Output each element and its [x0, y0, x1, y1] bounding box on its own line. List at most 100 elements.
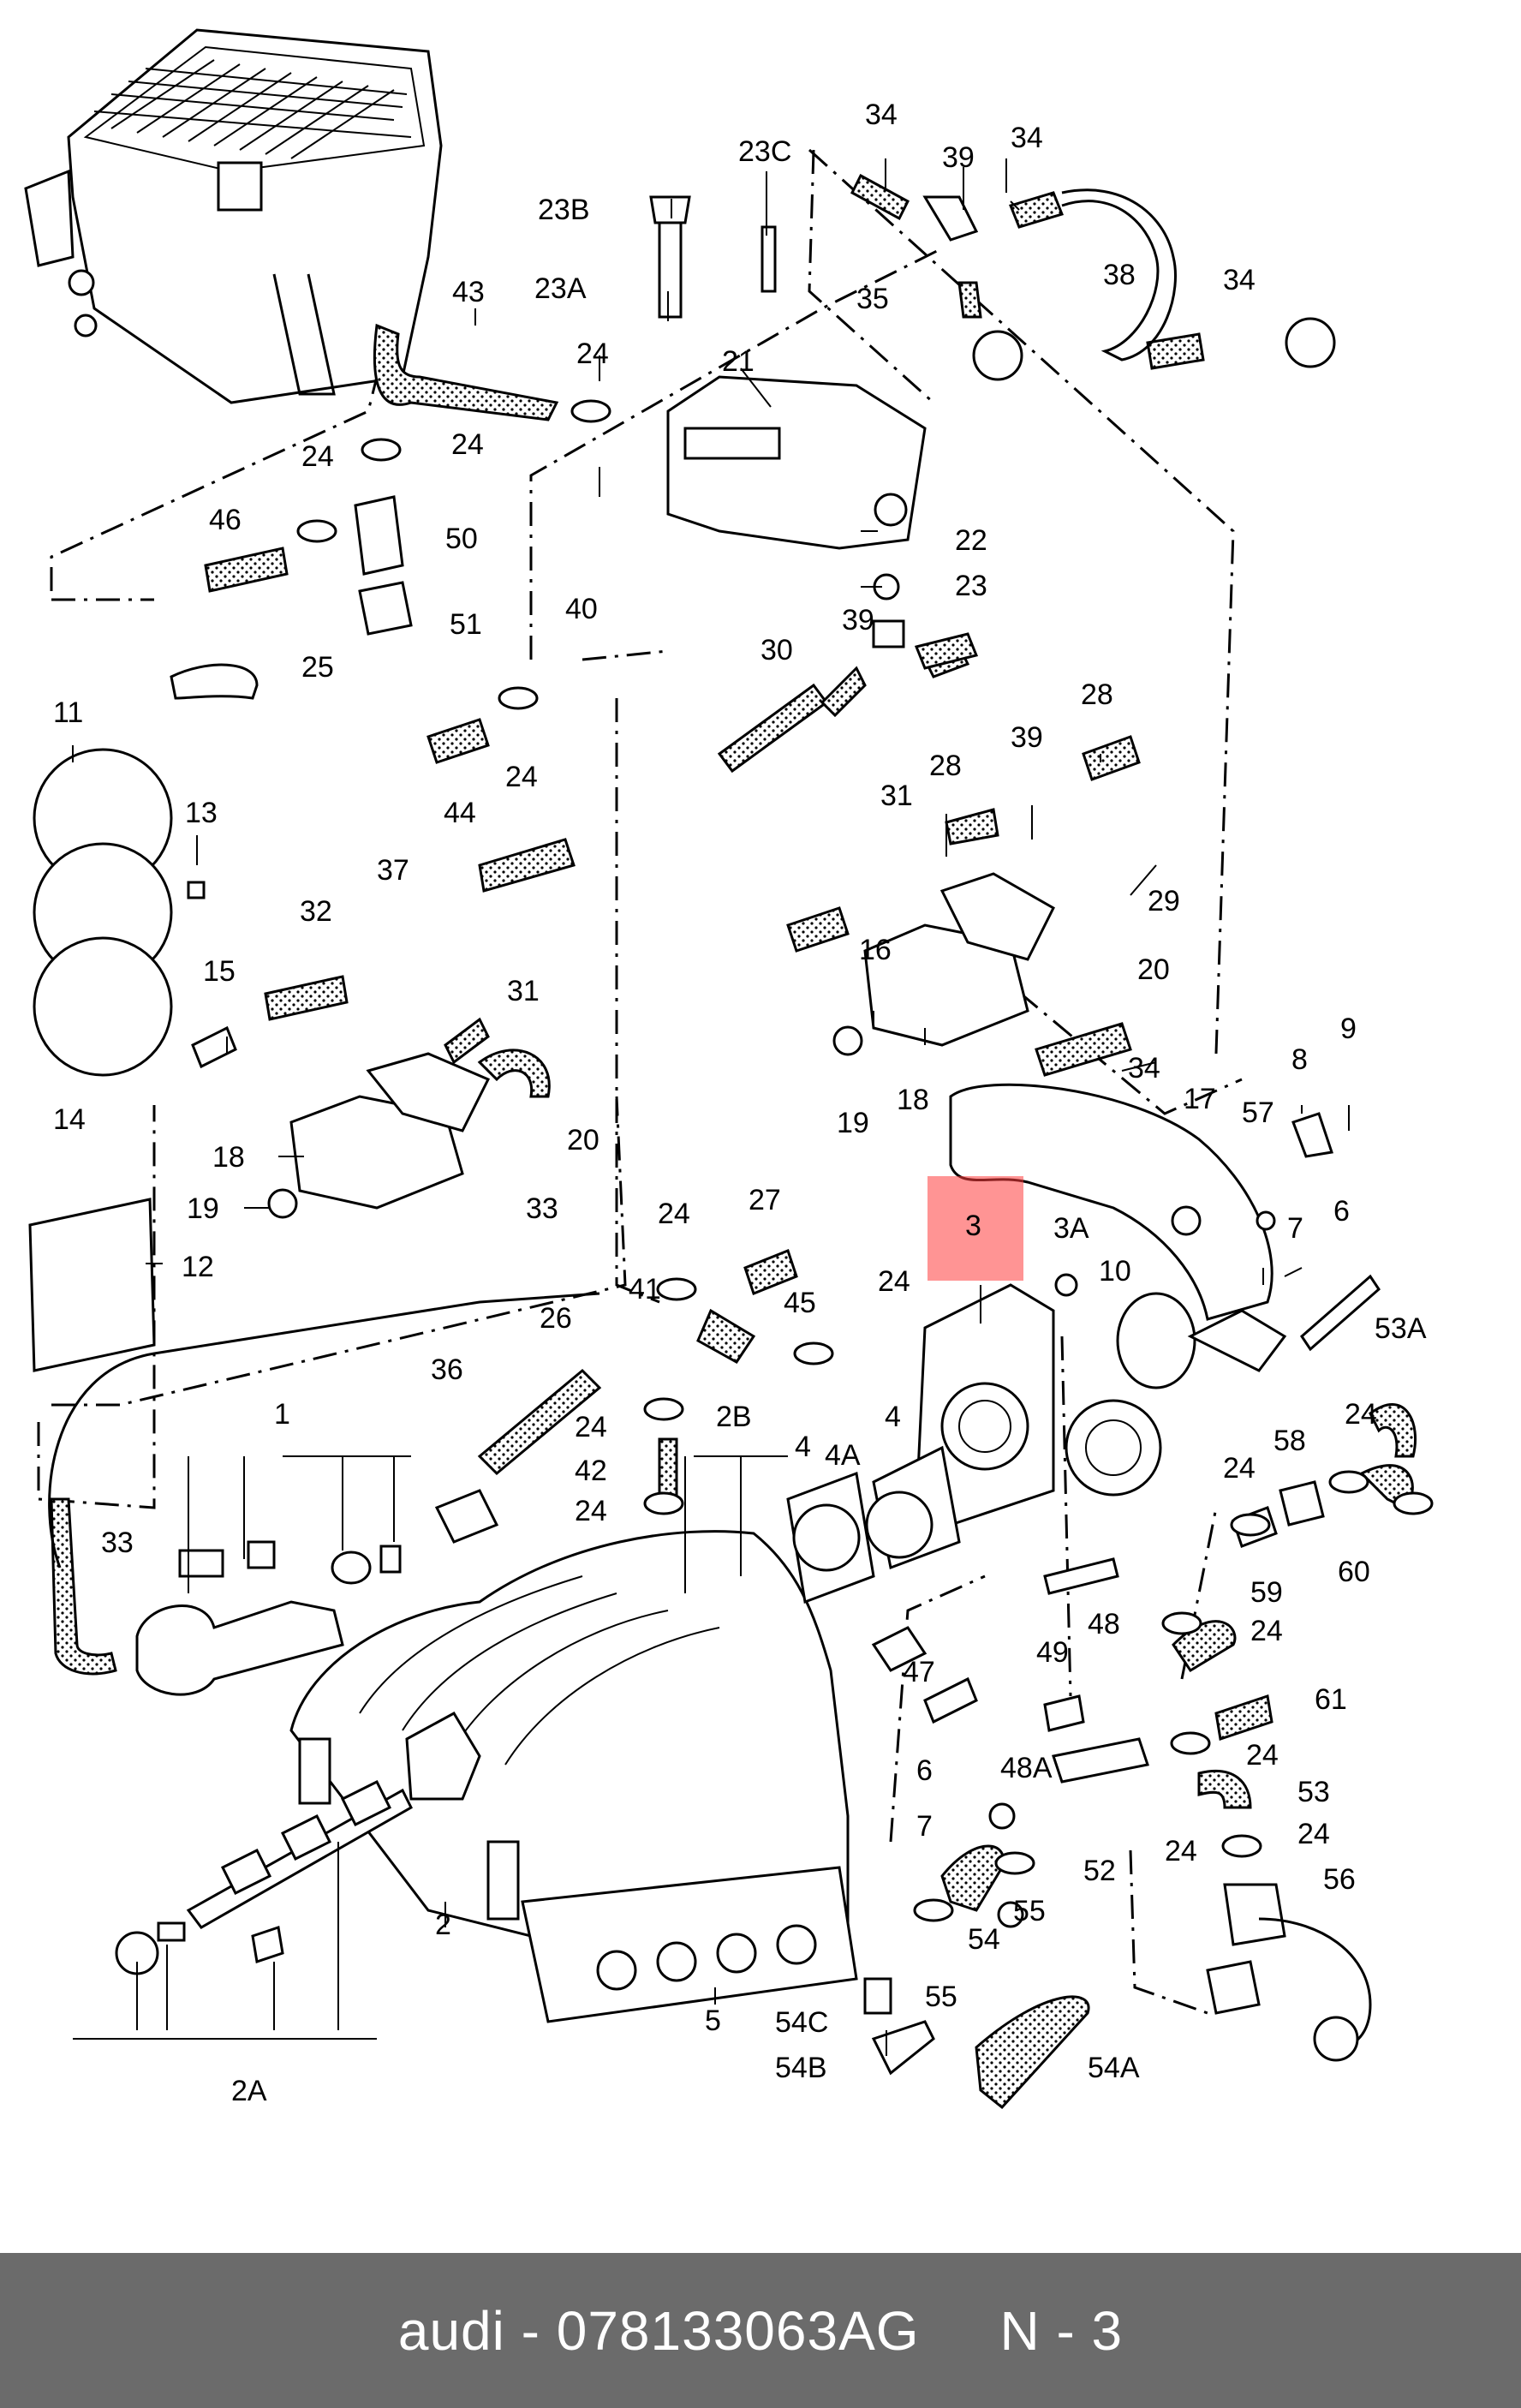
part-label: 4	[885, 1401, 901, 1433]
footer-bar: audi - 078133063AG N - 3	[0, 2253, 1521, 2408]
part-label: 20	[1137, 953, 1170, 986]
vacuum-reservoir	[28, 748, 206, 1372]
part-label: 12	[182, 1251, 214, 1283]
part-label: 19	[187, 1192, 219, 1225]
part-label: 8	[1291, 1043, 1308, 1076]
part-label: 42	[575, 1455, 607, 1487]
part-label: 23C	[738, 135, 791, 168]
part-label: 33	[526, 1192, 558, 1225]
part-label: 24	[575, 1411, 607, 1443]
part-label: 31	[507, 975, 540, 1007]
part-label: 53	[1297, 1776, 1330, 1808]
air-filter-box	[24, 28, 443, 404]
part-label: 56	[1323, 1863, 1356, 1896]
part-label: 14	[53, 1103, 86, 1136]
part-label: 2	[435, 1909, 451, 1941]
part-label: 7	[916, 1810, 933, 1843]
part-label: 19	[837, 1107, 869, 1139]
actuator-shaft	[115, 1779, 413, 1975]
part-label: 24	[878, 1265, 910, 1298]
part-label: 24	[1246, 1739, 1279, 1772]
part-label: 31	[880, 780, 913, 812]
part-label: 23	[955, 570, 987, 602]
part-label: 6	[1333, 1195, 1350, 1228]
part-label: 60	[1338, 1556, 1370, 1588]
part-label: 59	[1250, 1576, 1283, 1609]
part-label: 51	[450, 608, 482, 641]
part-label: 4	[795, 1431, 811, 1463]
part-label: 20	[567, 1124, 599, 1156]
part-label: 24	[576, 338, 609, 370]
part-label: 15	[203, 955, 236, 988]
part-label: 24	[1345, 1398, 1377, 1431]
part-label: 28	[1081, 678, 1113, 711]
part-label: 26	[540, 1302, 572, 1335]
part-label: 10	[1099, 1255, 1131, 1288]
part-label: 39	[1011, 721, 1043, 754]
part-label: 54B	[775, 2052, 827, 2084]
part-label: 33	[101, 1527, 134, 1559]
part-label: 25	[301, 651, 334, 684]
part-label: 3A	[1053, 1212, 1089, 1245]
part-label: 24	[505, 761, 538, 793]
part-label: 55	[1013, 1895, 1046, 1927]
part-label: 47	[903, 1656, 935, 1688]
vacuum-actuator	[135, 1489, 499, 1696]
part-label: 44	[444, 797, 476, 829]
highlighted-part-marker	[928, 1176, 1023, 1281]
part-label: 38	[1103, 259, 1136, 291]
part-label: 17	[1184, 1083, 1216, 1115]
part-label: 7	[1287, 1212, 1303, 1245]
part-label: 2A	[231, 2075, 267, 2107]
part-label: 52	[1083, 1855, 1116, 1887]
part-label: 41	[629, 1273, 661, 1306]
part-label: 24	[1250, 1615, 1283, 1647]
part-label: 1	[274, 1398, 290, 1431]
intake-manifold	[289, 1530, 858, 2023]
part-label: 45	[784, 1287, 816, 1319]
part-label: 24	[658, 1198, 690, 1230]
part-label: 9	[1340, 1013, 1357, 1045]
part-label: 21	[722, 345, 755, 378]
parts-diagram: 23C 34 39 34 23B 23A 43 24 21 38 35 34 2…	[24, 28, 1434, 2110]
part-number-caption: audi - 078133063AG N - 3	[397, 2299, 1124, 2362]
part-label: 11	[53, 696, 83, 729]
part-label: 24	[575, 1495, 607, 1527]
part-label: 39	[842, 604, 874, 636]
part-label: 58	[1273, 1425, 1306, 1457]
part-label: 18	[897, 1084, 929, 1116]
solenoid-valves	[191, 872, 1055, 1219]
part-label: 18	[212, 1141, 245, 1174]
part-label: 24	[1297, 1818, 1330, 1850]
part-label: 30	[760, 634, 793, 666]
part-label: 24	[451, 428, 484, 461]
part-label: 46	[209, 504, 242, 536]
part-label: 35	[856, 283, 889, 315]
part-label: 50	[445, 523, 478, 555]
part-label: 39	[942, 141, 975, 174]
part-label: 61	[1315, 1683, 1347, 1716]
label-leaders	[72, 158, 1350, 2056]
part-label: 34	[1223, 264, 1256, 296]
part-label: 24	[301, 440, 334, 473]
part-labels: 23C 34 39 34 23B 23A 43 24 21 38 35 34 2…	[53, 99, 1427, 2107]
routing-lines	[37, 148, 1243, 2015]
part-label: 54	[968, 1923, 1000, 1956]
part-label: 27	[749, 1184, 781, 1216]
part-label: 48A	[1000, 1752, 1053, 1784]
part-label: 48	[1088, 1608, 1120, 1640]
part-label: 28	[929, 750, 962, 782]
part-label: 34	[1128, 1052, 1160, 1084]
part-label: 13	[185, 797, 218, 829]
part-label: 29	[1148, 885, 1180, 917]
part-label: 23A	[534, 272, 587, 305]
part-label: 24	[1223, 1452, 1256, 1485]
part-label: 34	[865, 99, 898, 131]
part-label: 23B	[538, 194, 590, 226]
highlighted-part-label: 3	[965, 1210, 981, 1242]
part-label: 32	[300, 895, 332, 928]
hose-clamps	[296, 399, 1434, 1922]
part-label: 34	[1011, 122, 1043, 154]
throttle-body	[786, 1273, 1287, 1604]
part-label: 53A	[1375, 1312, 1427, 1345]
